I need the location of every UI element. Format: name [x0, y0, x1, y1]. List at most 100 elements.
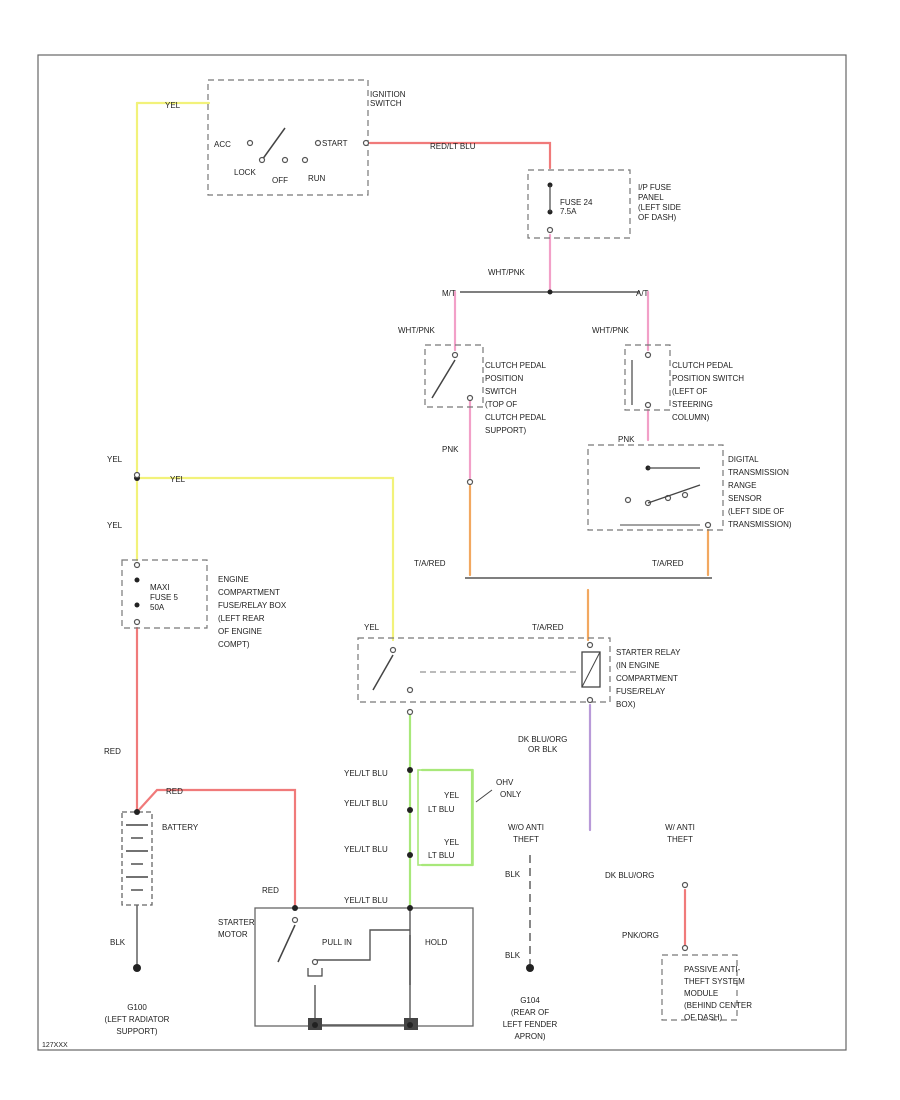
- svg-text:THEFT: THEFT: [667, 835, 693, 844]
- svg-text:W/ ANTI: W/ ANTI: [665, 823, 695, 832]
- wo-anti-theft-label: W/O ANTI THEFT: [508, 823, 544, 844]
- wire-label-dk-blu-org-2: DK BLU/ORG: [605, 871, 654, 880]
- svg-text:APRON): APRON): [514, 1032, 545, 1041]
- svg-text:ENGINE: ENGINE: [218, 575, 249, 584]
- svg-text:POSITION SWITCH: POSITION SWITCH: [672, 374, 744, 383]
- mt-label: M/T: [442, 289, 456, 298]
- svg-text:DK BLU/ORG: DK BLU/ORG: [518, 735, 567, 744]
- wire-label-yel-lt-blu-1: YEL/LT BLU: [344, 769, 388, 778]
- dk-blu-org-label: DK BLU/ORG OR BLK: [518, 735, 567, 754]
- svg-text:FUSE/RELAY: FUSE/RELAY: [616, 687, 666, 696]
- starter-motor-box: [254, 907, 474, 1027]
- wire-label-yel-lt-blu-2: YEL/LT BLU: [344, 799, 388, 808]
- dtr-sensor-label: DIGITAL TRANSMISSION RANGE SENSOR (LEFT …: [728, 455, 792, 529]
- svg-text:OF ENGINE: OF ENGINE: [218, 627, 262, 636]
- svg-text:ONLY: ONLY: [500, 790, 522, 799]
- footer-code: 127XXX: [42, 1042, 68, 1049]
- starter-motor-label: STARTER MOTOR: [218, 918, 255, 939]
- svg-text:MODULE: MODULE: [684, 989, 718, 998]
- svg-text:COLUMN): COLUMN): [672, 413, 710, 422]
- svg-text:(IN ENGINE: (IN ENGINE: [616, 661, 660, 670]
- svg-text:FUSE/RELAY BOX: FUSE/RELAY BOX: [218, 601, 287, 610]
- maxi-fuse-box: [121, 559, 208, 629]
- starter-relay-box: [357, 637, 611, 703]
- ip-fuse-panel-box: [527, 169, 631, 239]
- wire-label-yel-lt-blu-4: YEL/LT BLU: [344, 896, 388, 905]
- svg-text:I/P FUSE: I/P FUSE: [638, 183, 671, 192]
- dtr-sensor-box: [587, 444, 724, 531]
- wire-label-pnk-left: PNK: [442, 445, 459, 454]
- splice-nodes: [133, 289, 553, 1028]
- svg-text:STEERING: STEERING: [672, 400, 713, 409]
- svg-text:(LEFT SIDE: (LEFT SIDE: [638, 203, 681, 212]
- acc-label: ACC: [214, 140, 231, 149]
- svg-text:COMPARTMENT: COMPARTMENT: [616, 674, 678, 683]
- pink-wires: [453, 233, 650, 480]
- ground-symbols: [133, 964, 534, 972]
- engine-fuse-box-label: ENGINE COMPARTMENT FUSE/RELAY BOX (LEFT …: [218, 575, 287, 649]
- wire-label-red-lt-blu: RED/LT BLU: [430, 142, 476, 151]
- svg-text:COMPT): COMPT): [218, 640, 250, 649]
- starter-motor-symbol: [277, 916, 418, 1030]
- svg-text:THEFT: THEFT: [513, 835, 539, 844]
- svg-text:OHV: OHV: [496, 778, 514, 787]
- maxi-fuse-symbol: [133, 561, 141, 626]
- box-label-lt-blu-2: LT BLU: [428, 851, 455, 860]
- svg-text:CLUTCH PEDAL: CLUTCH PEDAL: [485, 413, 546, 422]
- box-label-yel-1: YEL: [444, 791, 460, 800]
- wire-label-wht-pnk-left: WHT/PNK: [398, 326, 436, 335]
- wire-label-yel-mid: YEL: [107, 455, 123, 464]
- ignition-switch-label: IGNITION SWITCH: [370, 90, 406, 108]
- start-label: START: [322, 139, 348, 148]
- svg-text:THEFT SYSTEM: THEFT SYSTEM: [684, 977, 745, 986]
- svg-text:G104: G104: [520, 996, 540, 1005]
- svg-text:IGNITION: IGNITION: [370, 90, 406, 99]
- g104-label: G104 (REAR OF LEFT FENDER APRON): [503, 996, 558, 1041]
- ip-fuse-panel-label: I/P FUSE PANEL (LEFT SIDE OF DASH): [638, 183, 681, 222]
- starter-relay-label: STARTER RELAY (IN ENGINE COMPARTMENT FUS…: [616, 648, 681, 709]
- fuse-24-label: FUSE 24 7.5A: [560, 198, 593, 216]
- yel-wires: [135, 101, 395, 642]
- svg-text:SUPPORT): SUPPORT): [485, 426, 527, 435]
- svg-text:FUSE 5: FUSE 5: [150, 593, 179, 602]
- ohv-only-label: OHV ONLY: [475, 778, 522, 803]
- svg-text:MOTOR: MOTOR: [218, 930, 248, 939]
- svg-text:(TOP OF: (TOP OF: [485, 400, 517, 409]
- pull-in-label: PULL IN: [322, 938, 352, 947]
- box-label-lt-blu-1: LT BLU: [428, 805, 455, 814]
- wire-label-blk-left: BLK: [110, 938, 126, 947]
- hold-label: HOLD: [425, 938, 447, 947]
- svg-text:(LEFT SIDE OF: (LEFT SIDE OF: [728, 507, 784, 516]
- svg-text:(REAR OF: (REAR OF: [511, 1008, 549, 1017]
- ignition-switch-contacts: [246, 127, 370, 164]
- svg-text:(BEHIND CENTER: (BEHIND CENTER: [684, 1001, 752, 1010]
- dtr-sensor-symbol: [620, 465, 712, 529]
- clutch-switch-right-symbol: [631, 351, 652, 409]
- svg-text:TRANSMISSION): TRANSMISSION): [728, 520, 792, 529]
- wire-label-wht-pnk-right: WHT/PNK: [592, 326, 630, 335]
- wire-label-yel-branch: YEL: [170, 475, 186, 484]
- svg-text:POSITION: POSITION: [485, 374, 523, 383]
- svg-text:SUPPORT): SUPPORT): [116, 1027, 158, 1036]
- wire-label-blk-mid-2: BLK: [505, 951, 521, 960]
- w-anti-theft-label: W/ ANTI THEFT: [665, 823, 695, 844]
- wire-label-yel-lower: YEL: [107, 521, 123, 530]
- svg-text:G100: G100: [127, 1003, 147, 1012]
- clutch-switch-right-label: CLUTCH PEDAL POSITION SWITCH (LEFT OF ST…: [672, 361, 744, 422]
- wire-label-red-starter: RED: [262, 886, 279, 895]
- wire-label-wht-pnk-top: WHT/PNK: [488, 268, 526, 277]
- lock-label: LOCK: [234, 168, 256, 177]
- at-label: A/T: [636, 289, 649, 298]
- battery-symbol: [121, 811, 153, 906]
- wire-label-t-red-left: T/A/RED: [414, 559, 446, 568]
- wire-label-yel-relay: YEL: [364, 623, 380, 632]
- run-label: RUN: [308, 174, 326, 183]
- starter-relay-symbol: [372, 641, 601, 704]
- svg-text:BOX): BOX): [616, 700, 636, 709]
- svg-text:(LEFT OF: (LEFT OF: [672, 387, 708, 396]
- svg-text:TRANSMISSION: TRANSMISSION: [728, 468, 789, 477]
- wire-label-blk-mid: BLK: [505, 870, 521, 879]
- g100-label: G100 (LEFT RADIATOR SUPPORT): [105, 1003, 170, 1036]
- svg-text:OF DASH): OF DASH): [684, 1013, 723, 1022]
